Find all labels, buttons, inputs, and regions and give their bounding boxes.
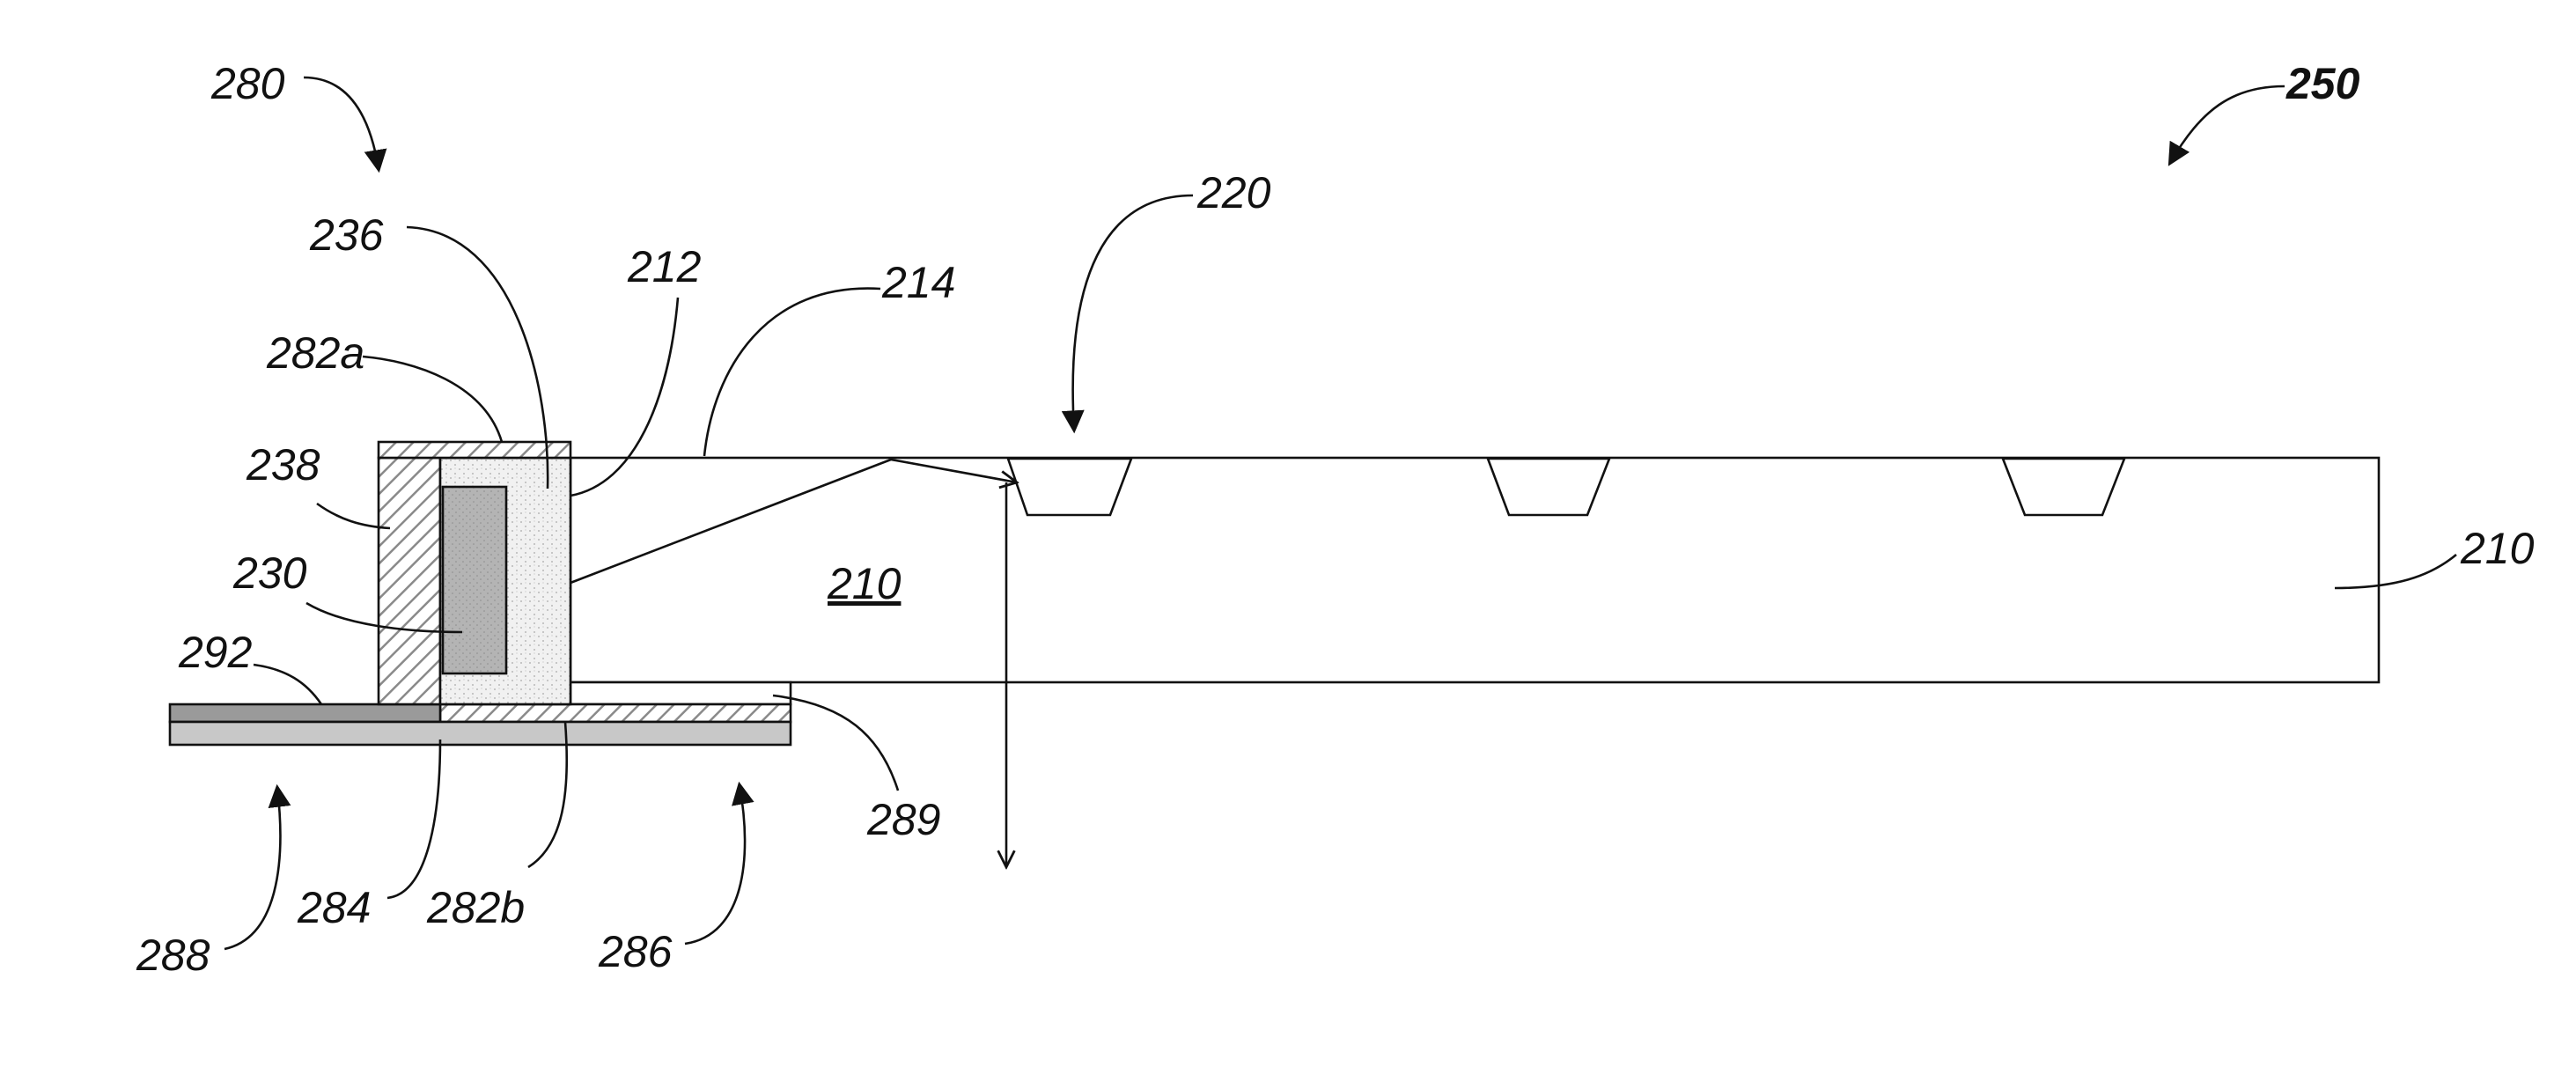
base-layer — [170, 722, 791, 745]
leader-214 — [704, 289, 880, 456]
label-282b: 282b — [426, 883, 525, 932]
top-layer-282a — [379, 442, 570, 458]
label-210-inner: 210 — [827, 559, 902, 608]
label-250: 250 — [2285, 59, 2360, 108]
strip-292 — [170, 704, 440, 722]
label-280: 280 — [210, 59, 285, 108]
leader-284 — [387, 739, 440, 898]
label-288: 288 — [136, 931, 210, 980]
label-238: 238 — [246, 440, 320, 489]
leader-220 — [1073, 195, 1193, 430]
label-212: 212 — [627, 242, 702, 291]
label-214: 214 — [881, 258, 955, 307]
label-220: 220 — [1196, 168, 1271, 217]
leader-282a — [363, 357, 502, 442]
leader-280 — [304, 77, 379, 169]
label-286: 286 — [598, 927, 673, 976]
housing-238 — [379, 458, 440, 704]
leader-288 — [224, 788, 280, 949]
leader-292 — [254, 665, 321, 704]
label-210-right: 210 — [2460, 524, 2535, 573]
flex-film-289 — [570, 682, 791, 704]
label-230: 230 — [232, 548, 307, 598]
label-284: 284 — [297, 883, 371, 932]
label-282a: 282a — [266, 328, 364, 378]
label-292: 292 — [178, 628, 253, 677]
leader-250 — [2170, 86, 2285, 163]
extraction-feature-1 — [1008, 459, 1131, 515]
led-230 — [443, 487, 506, 673]
label-289: 289 — [866, 795, 940, 844]
extraction-feature-3 — [2003, 459, 2124, 515]
leader-286 — [685, 785, 745, 944]
extraction-feature-2 — [1488, 459, 1609, 515]
flex-layer-282b — [440, 704, 791, 722]
label-236: 236 — [309, 210, 384, 260]
